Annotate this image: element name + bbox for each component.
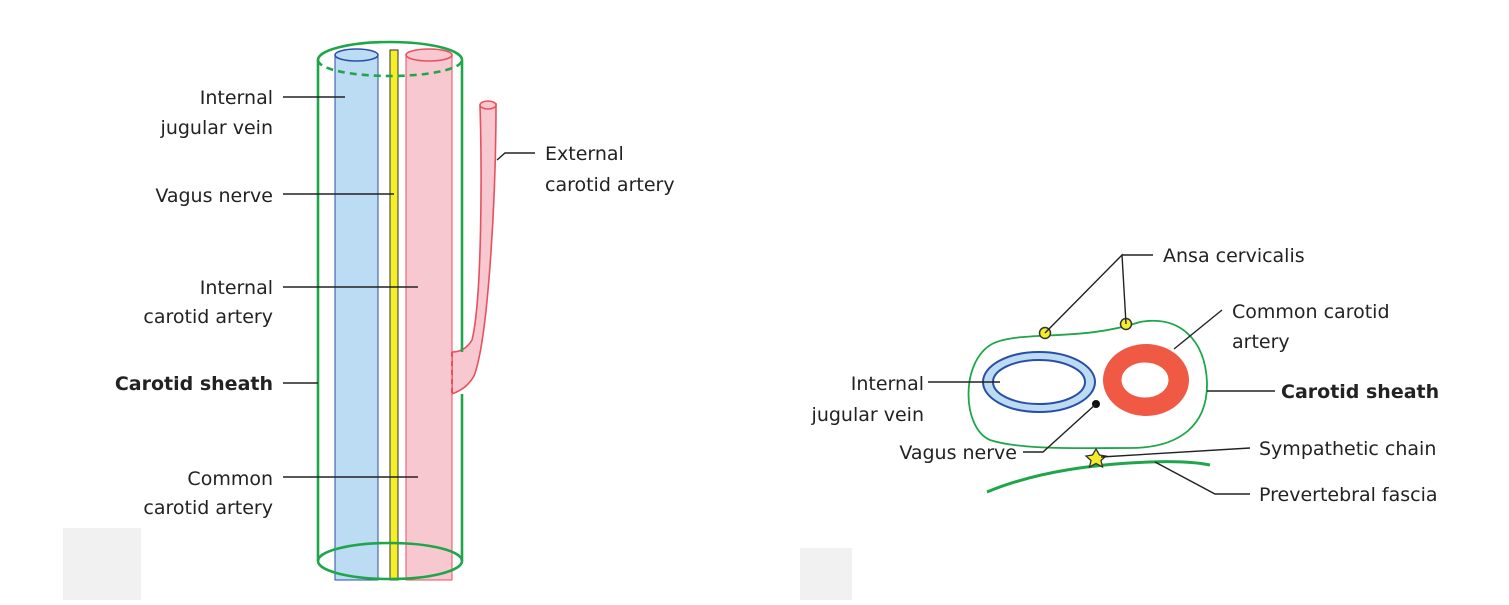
label-sympathetic-chain: Sympathetic chain: [1259, 438, 1436, 460]
label-ijv-line1: Internal: [200, 87, 273, 109]
prevertebral-fascia: [986, 460, 1211, 494]
carotid-artery-trunk: [405, 54, 453, 581]
label-prevertebral-fascia: Prevertebral fascia: [1259, 484, 1438, 506]
label-cs-ijv-line1: Internal: [851, 373, 924, 395]
placeholder-square-right: [800, 548, 852, 600]
leader-prevertebral: [1154, 461, 1250, 495]
cross-section-view: Ansa cervicalis Common carotid artery Ca…: [811, 245, 1440, 506]
label-cca-line2: carotid artery: [143, 497, 273, 519]
sheath-top-back: [316, 40, 464, 61]
label-cca-line1: Common: [187, 468, 273, 490]
sympathetic-chain-icon: [1084, 447, 1108, 469]
sheath-top-front-dashed: [316, 59, 464, 78]
label-cs-cca-line2: artery: [1232, 331, 1290, 353]
label-cs-vagus: Vagus nerve: [899, 442, 1017, 464]
label-cs-cca-line1: Common carotid: [1232, 301, 1390, 323]
label-vagus: Vagus nerve: [155, 185, 273, 207]
external-carotid-artery: [451, 103, 497, 396]
vagus-nerve: [389, 49, 399, 581]
label-cs-ijv-line2: jugular vein: [811, 404, 924, 426]
internal-jugular-vein: [334, 54, 379, 581]
sheath-bottom-back: [316, 541, 464, 562]
label-carotid-sheath: Carotid sheath: [115, 373, 273, 395]
label-ica-line1: Internal: [200, 277, 273, 299]
sheath-bottom-front: [316, 560, 464, 581]
cross-section-ijv-inner: [992, 359, 1086, 405]
internal-carotid-artery-top: [405, 48, 453, 62]
leader-cs-vagus: [1023, 403, 1097, 453]
label-cs-carotid-sheath: Carotid sheath: [1281, 381, 1439, 403]
label-eca-line1: External: [545, 143, 624, 165]
label-ansa-cervicalis: Ansa cervicalis: [1163, 245, 1305, 267]
internal-jugular-vein-top: [334, 48, 379, 62]
placeholder-square-left: [63, 528, 141, 600]
label-ica-line2: carotid artery: [143, 306, 273, 328]
leader-eca: [496, 152, 535, 161]
longitudinal-view: Internal jugular vein Vagus nerve Intern…: [115, 40, 675, 581]
external-carotid-artery-end: [479, 100, 497, 110]
cross-section-cca-inner: [1120, 361, 1170, 399]
label-ijv-line2: jugular vein: [160, 117, 273, 139]
leader-cs-cca: [1173, 309, 1223, 350]
leader-sympathetic: [1100, 447, 1251, 458]
leader-ansa: [1044, 253, 1127, 334]
label-eca-line2: carotid artery: [545, 174, 675, 196]
